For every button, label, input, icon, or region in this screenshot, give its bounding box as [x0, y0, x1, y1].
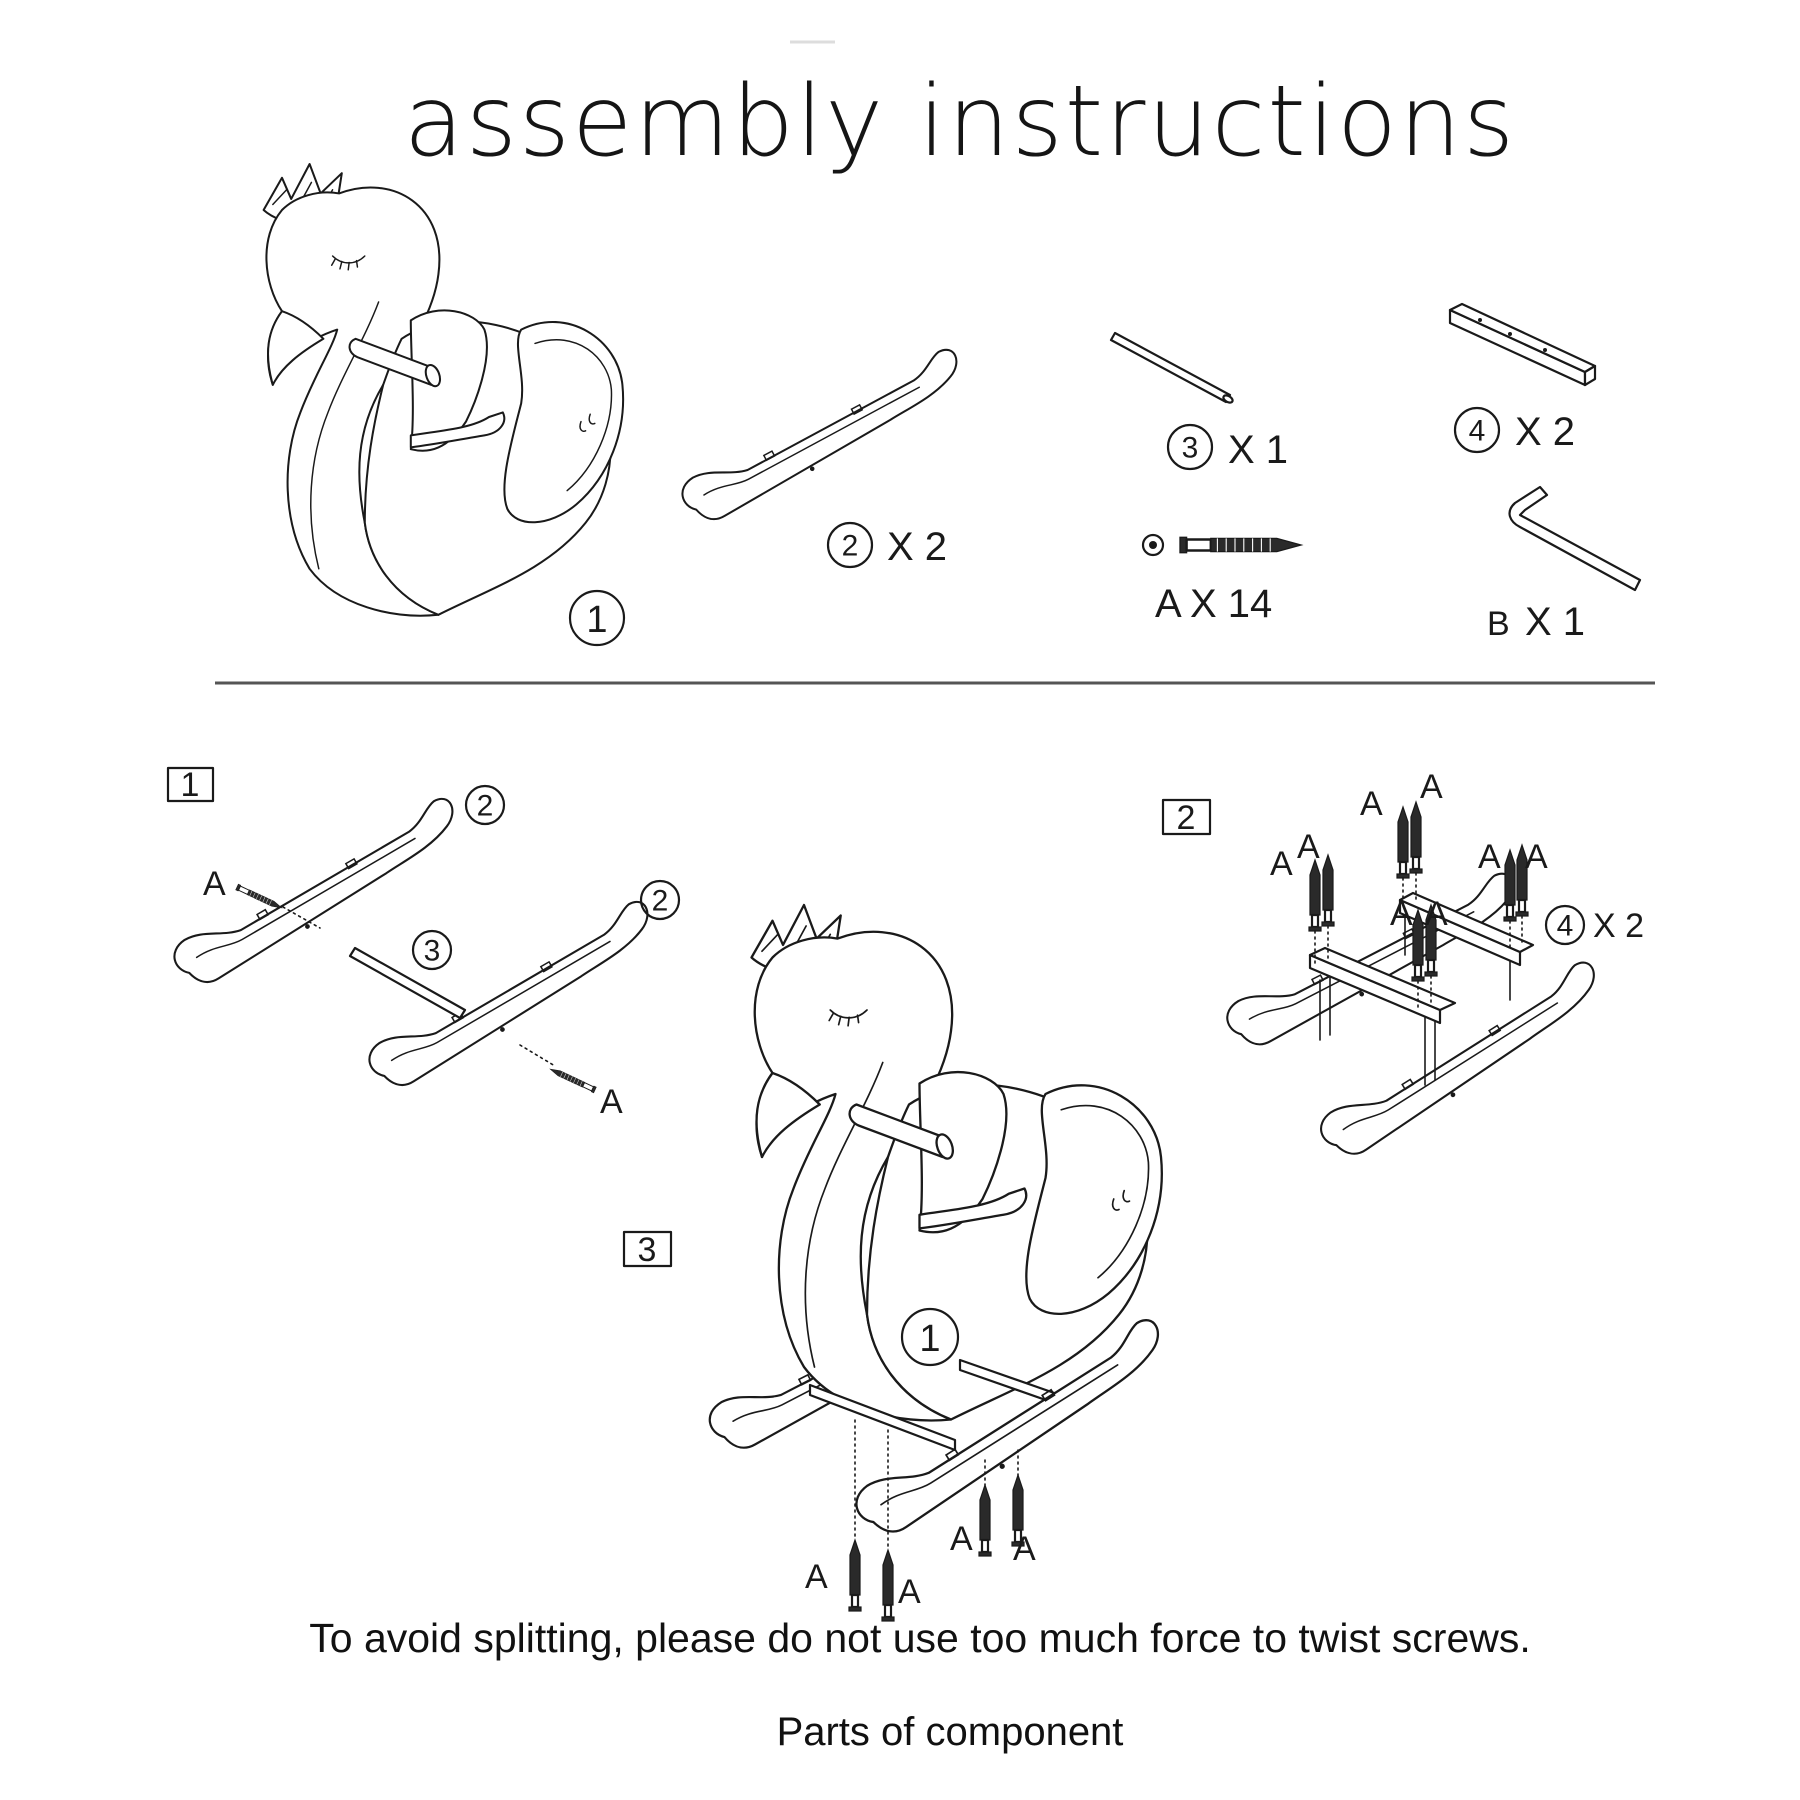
part-number-4: 4	[1469, 415, 1486, 448]
part-letter-a: A	[1155, 582, 1182, 626]
warning-note: To avoid splitting, please do not use to…	[309, 1615, 1531, 1661]
label-screw: A	[1478, 838, 1501, 876]
part-swan-body: 1	[262, 162, 626, 647]
part-number-circle	[826, 521, 874, 569]
part-qty-screw: X 14	[1190, 582, 1272, 626]
step-number-2: 2	[1177, 799, 1196, 837]
label-bar-qty: X 2	[1593, 907, 1644, 945]
part-qty-rocker: X 2	[887, 525, 947, 569]
step-number-box	[166, 766, 215, 803]
part-number-circle	[568, 589, 626, 647]
label-screw: A	[1420, 768, 1443, 806]
label-screw: A	[950, 1520, 973, 1558]
step-2: 2	[1161, 768, 1644, 1160]
step-number-3: 3	[638, 1231, 657, 1269]
part-number-circle	[1166, 423, 1214, 471]
page-title: assembly instructions	[404, 65, 1516, 179]
part-rocker: 2 X 2	[669, 347, 972, 569]
step-number-box	[1161, 798, 1212, 836]
part-hex-key: B X 1	[1487, 485, 1642, 644]
label-screw: A	[898, 1573, 921, 1611]
step-number-box	[622, 1230, 673, 1268]
label-bar: 4	[1557, 910, 1574, 943]
part-number-circle	[1453, 406, 1501, 454]
label-screw: A	[805, 1558, 828, 1596]
part-cross-bar: 4 X 2	[1448, 302, 1597, 454]
label-screw-right: A	[600, 1083, 623, 1121]
part-screw: A X 14	[1141, 533, 1303, 626]
label-screw: A	[1297, 828, 1320, 866]
part-letter-b: B	[1487, 605, 1510, 643]
label-rocker-a: 2	[477, 790, 494, 823]
label-screw: A	[1360, 785, 1383, 823]
label-screw: A	[1013, 1530, 1036, 1568]
part-dowel: 3 X 1	[1109, 331, 1288, 472]
step-3: 3 1 A A A A	[622, 903, 1186, 1623]
part-qty-cross-bar: X 2	[1515, 410, 1575, 454]
label-screw: A	[1525, 838, 1548, 876]
label-screw: A	[1390, 895, 1413, 933]
label-dowel: 3	[424, 935, 441, 968]
part-qty-hex-key: X 1	[1525, 600, 1585, 644]
part-number-2: 2	[842, 530, 859, 563]
part-number-1: 1	[586, 599, 607, 641]
part-number-3: 3	[1182, 432, 1199, 465]
label-body: 1	[919, 1318, 940, 1360]
part-qty-dowel: X 1	[1228, 428, 1288, 472]
caption: Parts of component	[777, 1710, 1124, 1754]
step-1: 1 2 2 3 A A	[156, 766, 681, 1121]
label-screw: A	[1270, 845, 1293, 883]
step-number-1: 1	[181, 766, 200, 804]
label-rocker-b: 2	[652, 885, 669, 918]
label-screw: A	[1425, 895, 1448, 933]
label-screw-left: A	[203, 865, 226, 903]
